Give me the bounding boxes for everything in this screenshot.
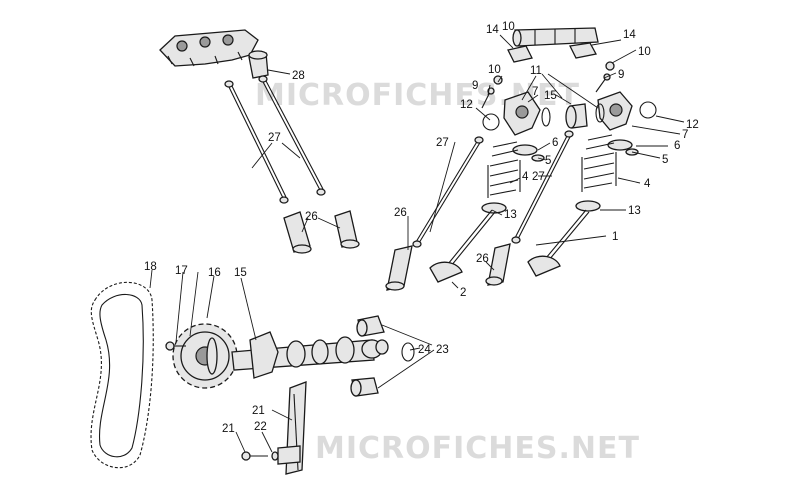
tappets-right [385,243,511,291]
camshaft-sprocket [172,323,238,389]
callout-21: 21 [222,423,235,435]
camshaft [231,331,389,379]
callout-16: 15 [234,267,247,279]
callout-24: 24 [418,344,431,356]
callout-5-left: 5 [545,155,551,167]
callout-23: 23 [436,344,449,356]
callout-20: 21 [252,405,265,417]
valve-springs [487,134,617,198]
leader-lines [149,34,685,453]
callout-11: 11 [530,65,542,77]
callout-6-right: 6 [674,140,680,152]
callout-15: 15 [544,90,557,102]
callout-8-right: 9 [618,69,624,81]
tappets-left [283,210,360,254]
callout-26-mid: 27 [532,171,545,183]
callout-12-left: 12 [460,99,473,111]
callout-27: 28 [292,70,305,82]
chain-tensioner [277,381,307,475]
rocker-shaft [512,27,599,47]
callout-25-left: 26 [305,211,318,223]
push-rods-left [224,75,326,204]
rocker-arms [503,91,633,136]
callout-6-left: 6 [552,137,558,149]
callout-9-left: 10 [488,64,501,76]
callout-2: 2 [460,287,466,299]
callout-1: 1 [612,231,618,243]
callout-5-right: 5 [662,154,668,166]
timing-chain [90,281,154,469]
callout-18: 17 [175,265,188,277]
valve-caps [512,139,639,162]
callout-22: 22 [254,421,267,433]
callout-26-left: 27 [268,132,281,144]
tensioner-bolt [241,451,279,461]
tappet-27 [248,50,269,79]
callout-8-left: 9 [472,80,478,92]
callout-7-left: 7 [532,86,538,98]
callout-13-right: 13 [628,205,641,217]
nuts-and-screws [481,61,615,109]
callout-26-right: 27 [436,137,449,149]
valves [429,209,590,283]
callout-7-right: 7 [682,129,688,141]
sprocket-bolt [165,341,186,351]
callout-10: 10 [502,21,515,33]
callout-17: 16 [208,267,221,279]
watermark-bottom: MICROFICHES.NET [315,431,640,466]
push-rods-right [412,130,574,248]
callout-25-mid: 26 [394,207,407,219]
spring-seats [481,200,601,214]
callout-19: 18 [144,261,157,273]
callout-14-right: 14 [623,29,636,41]
rocker-bushings [482,101,657,131]
callout-numbers: 28 27 26 18 17 16 15 24 23 21 21 22 27 2… [144,21,699,435]
callout-25-right: 26 [476,253,489,265]
callout-13-left: 13 [504,209,517,221]
rocker-support [159,29,259,67]
callout-14-left: 14 [486,24,499,36]
callout-9-right: 10 [638,46,651,58]
camshaft-bushings [350,315,415,397]
rocker-pads [507,42,597,63]
callout-4-left: 4 [522,171,529,183]
callout-12-right: 12 [686,119,699,131]
callout-4-right: 4 [644,178,651,190]
